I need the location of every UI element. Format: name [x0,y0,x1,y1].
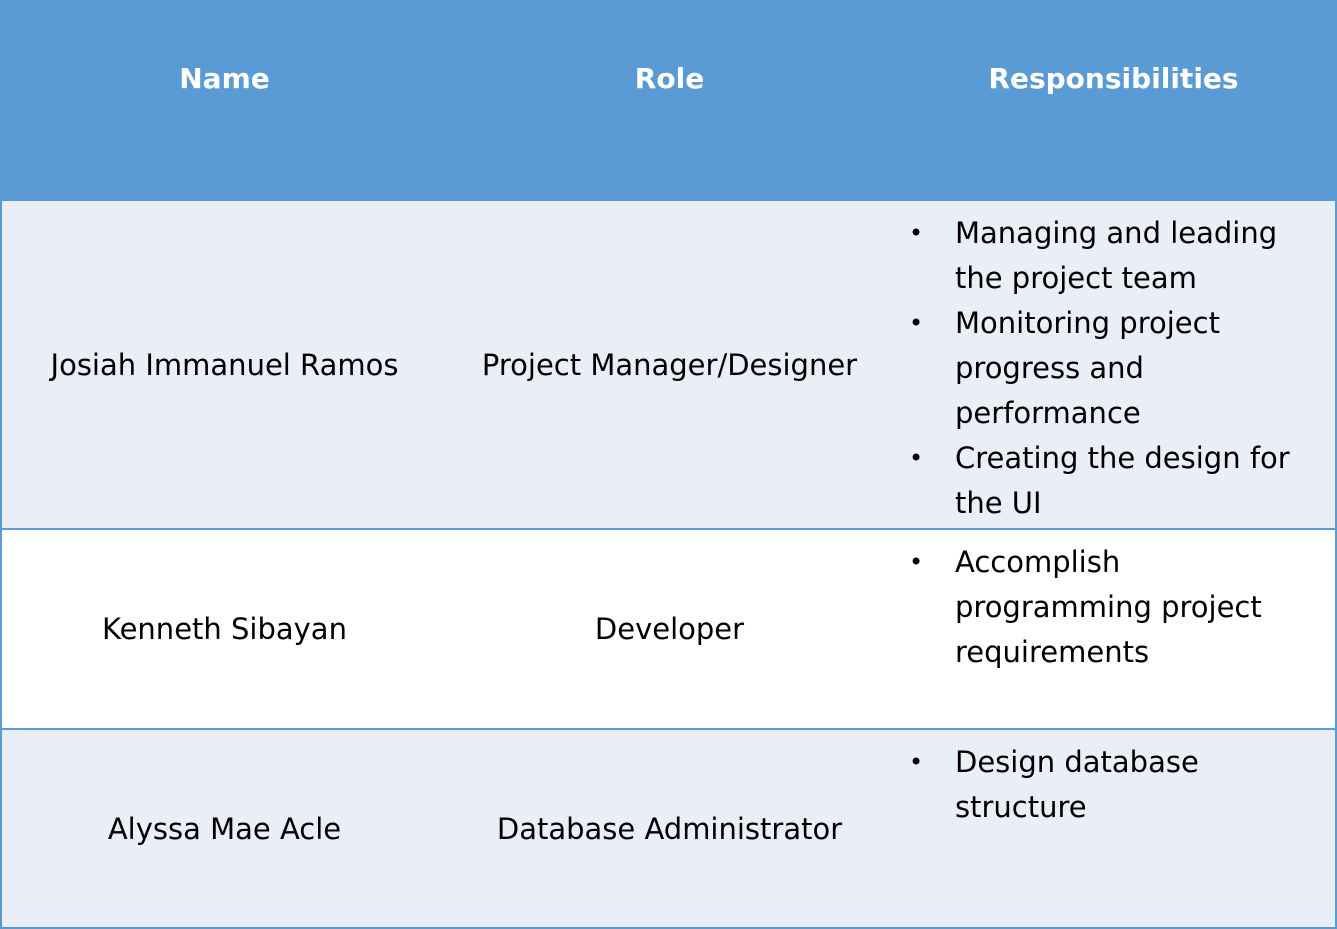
responsibility-list: • Managing and leading the project team … [892,201,1335,526]
member-name: Kenneth Sibayan [102,612,347,646]
responsibility-item: • Managing and leading the project team [909,211,1317,301]
responsibility-item: • Creating the design for the UI [909,436,1317,526]
responsibility-text: Creating the design for the UI [955,441,1290,520]
responsibility-list: • Design database structure [892,730,1335,830]
bullet-icon: • [909,444,924,472]
responsibility-list: • Accomplish programming project require… [892,530,1335,675]
table-row: Alyssa Mae Acle Database Administrator •… [2,728,1335,927]
bullet-icon: • [909,748,924,776]
responsibility-item: • Monitoring project progress and perfor… [909,301,1317,436]
member-responsibilities: • Design database structure [892,730,1335,927]
table-row: Josiah Immanuel Ramos Project Manager/De… [2,199,1335,528]
responsibility-text: Managing and leading the project team [955,216,1278,295]
member-role: Project Manager/Designer [481,347,858,382]
responsibility-text: Monitoring project progress and performa… [955,306,1220,430]
responsibility-item: • Design database structure [909,740,1317,830]
bullet-icon: • [909,309,924,337]
responsibility-item: • Accomplish programming project require… [909,540,1317,675]
member-name: Alyssa Mae Acle [107,811,342,846]
responsibility-text: Accomplish programming project requireme… [955,545,1262,669]
header-name: Name [179,62,270,95]
member-name: Josiah Immanuel Ramos [50,347,399,382]
member-responsibilities: • Managing and leading the project team … [892,201,1335,528]
member-responsibilities: • Accomplish programming project require… [892,530,1335,728]
table-header-row: Name Role Responsibilities [2,2,1335,199]
bullet-icon: • [909,548,924,576]
header-role: Role [634,62,705,95]
responsibility-text: Design database structure [955,745,1199,824]
header-responsibilities: Responsibilities [988,62,1239,95]
table-row: Kenneth Sibayan Developer • Accomplish p… [2,528,1335,728]
member-role: Developer [594,612,745,646]
member-role: Database Administrator [496,811,843,846]
bullet-icon: • [909,219,924,247]
